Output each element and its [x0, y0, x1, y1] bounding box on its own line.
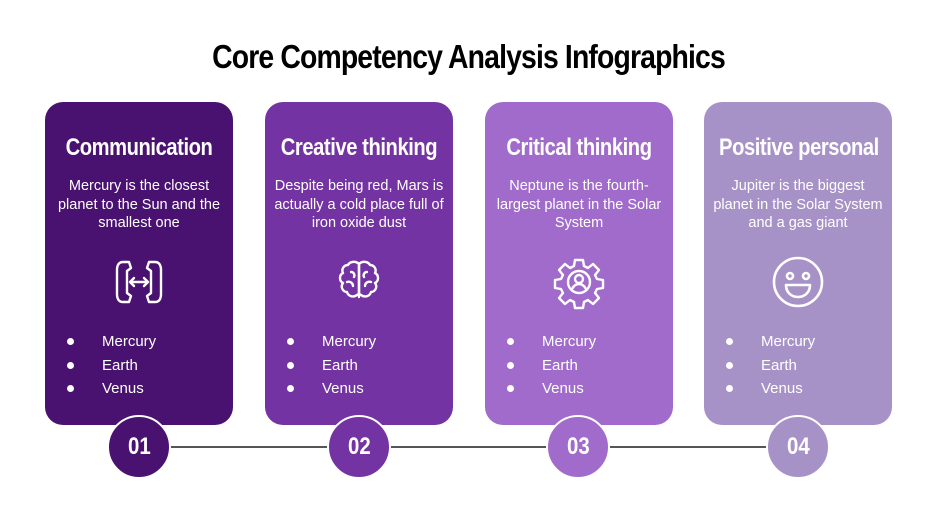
step-number-01: 01: [107, 415, 171, 479]
phone-exchange-icon: [111, 254, 167, 310]
card-list: Mercury Earth Venus: [287, 330, 376, 401]
bullet-icon: [287, 338, 294, 346]
bullet-icon: [67, 361, 74, 369]
list-item: Mercury: [287, 330, 376, 354]
card-list: Mercury Earth Venus: [67, 330, 156, 401]
card-description: Mercury is the closest planet to the Sun…: [57, 178, 221, 231]
bullet-icon: [507, 361, 514, 369]
card-list: Mercury Earth Venus: [507, 330, 596, 401]
list-item: Venus: [67, 377, 156, 401]
card-creative-thinking: Creative thinking Despite being red, Mar…: [265, 102, 453, 425]
bullet-icon: [507, 385, 514, 393]
card-title: Critical thinking: [506, 134, 652, 161]
step-number-02: 02: [327, 415, 391, 479]
bullet-icon: [726, 361, 733, 369]
smiley-face-icon: [770, 254, 826, 310]
bullet-icon: [67, 338, 74, 346]
step-number-03: 03: [546, 415, 610, 479]
bullet-icon: [67, 385, 74, 393]
card-title: Communication: [65, 134, 213, 161]
timeline-line: [140, 446, 798, 448]
list-item: Mercury: [67, 330, 156, 354]
card-positive-personal: Positive personal Jupiter is the biggest…: [704, 102, 892, 425]
list-item: Venus: [507, 377, 596, 401]
card-critical-thinking: Critical thinking Neptune is the fourth-…: [485, 102, 673, 425]
page-title: Core Competency Analysis Infographics: [212, 38, 726, 75]
card-list: Mercury Earth Venus: [726, 330, 815, 401]
list-item: Earth: [67, 354, 156, 378]
bullet-icon: [726, 385, 733, 393]
bullet-icon: [287, 361, 294, 369]
bullet-icon: [507, 338, 514, 346]
card-title: Creative thinking: [280, 134, 438, 161]
card-title: Positive personal: [719, 134, 879, 161]
step-number-04: 04: [766, 415, 830, 479]
list-item: Venus: [726, 377, 815, 401]
card-communication: Communication Mercury is the closest pla…: [45, 102, 233, 425]
list-item: Venus: [287, 377, 376, 401]
card-description: Despite being red, Mars is actually a co…: [274, 178, 444, 231]
list-item: Earth: [726, 354, 815, 378]
card-description: Neptune is the fourth-largest planet in …: [496, 178, 662, 231]
bullet-icon: [287, 385, 294, 393]
list-item: Mercury: [726, 330, 815, 354]
list-item: Earth: [507, 354, 596, 378]
list-item: Earth: [287, 354, 376, 378]
card-description: Jupiter is the biggest planet in the Sol…: [713, 178, 883, 231]
bullet-icon: [726, 338, 733, 346]
list-item: Mercury: [507, 330, 596, 354]
gear-person-icon: [551, 254, 607, 310]
brain-icon: [331, 254, 387, 310]
